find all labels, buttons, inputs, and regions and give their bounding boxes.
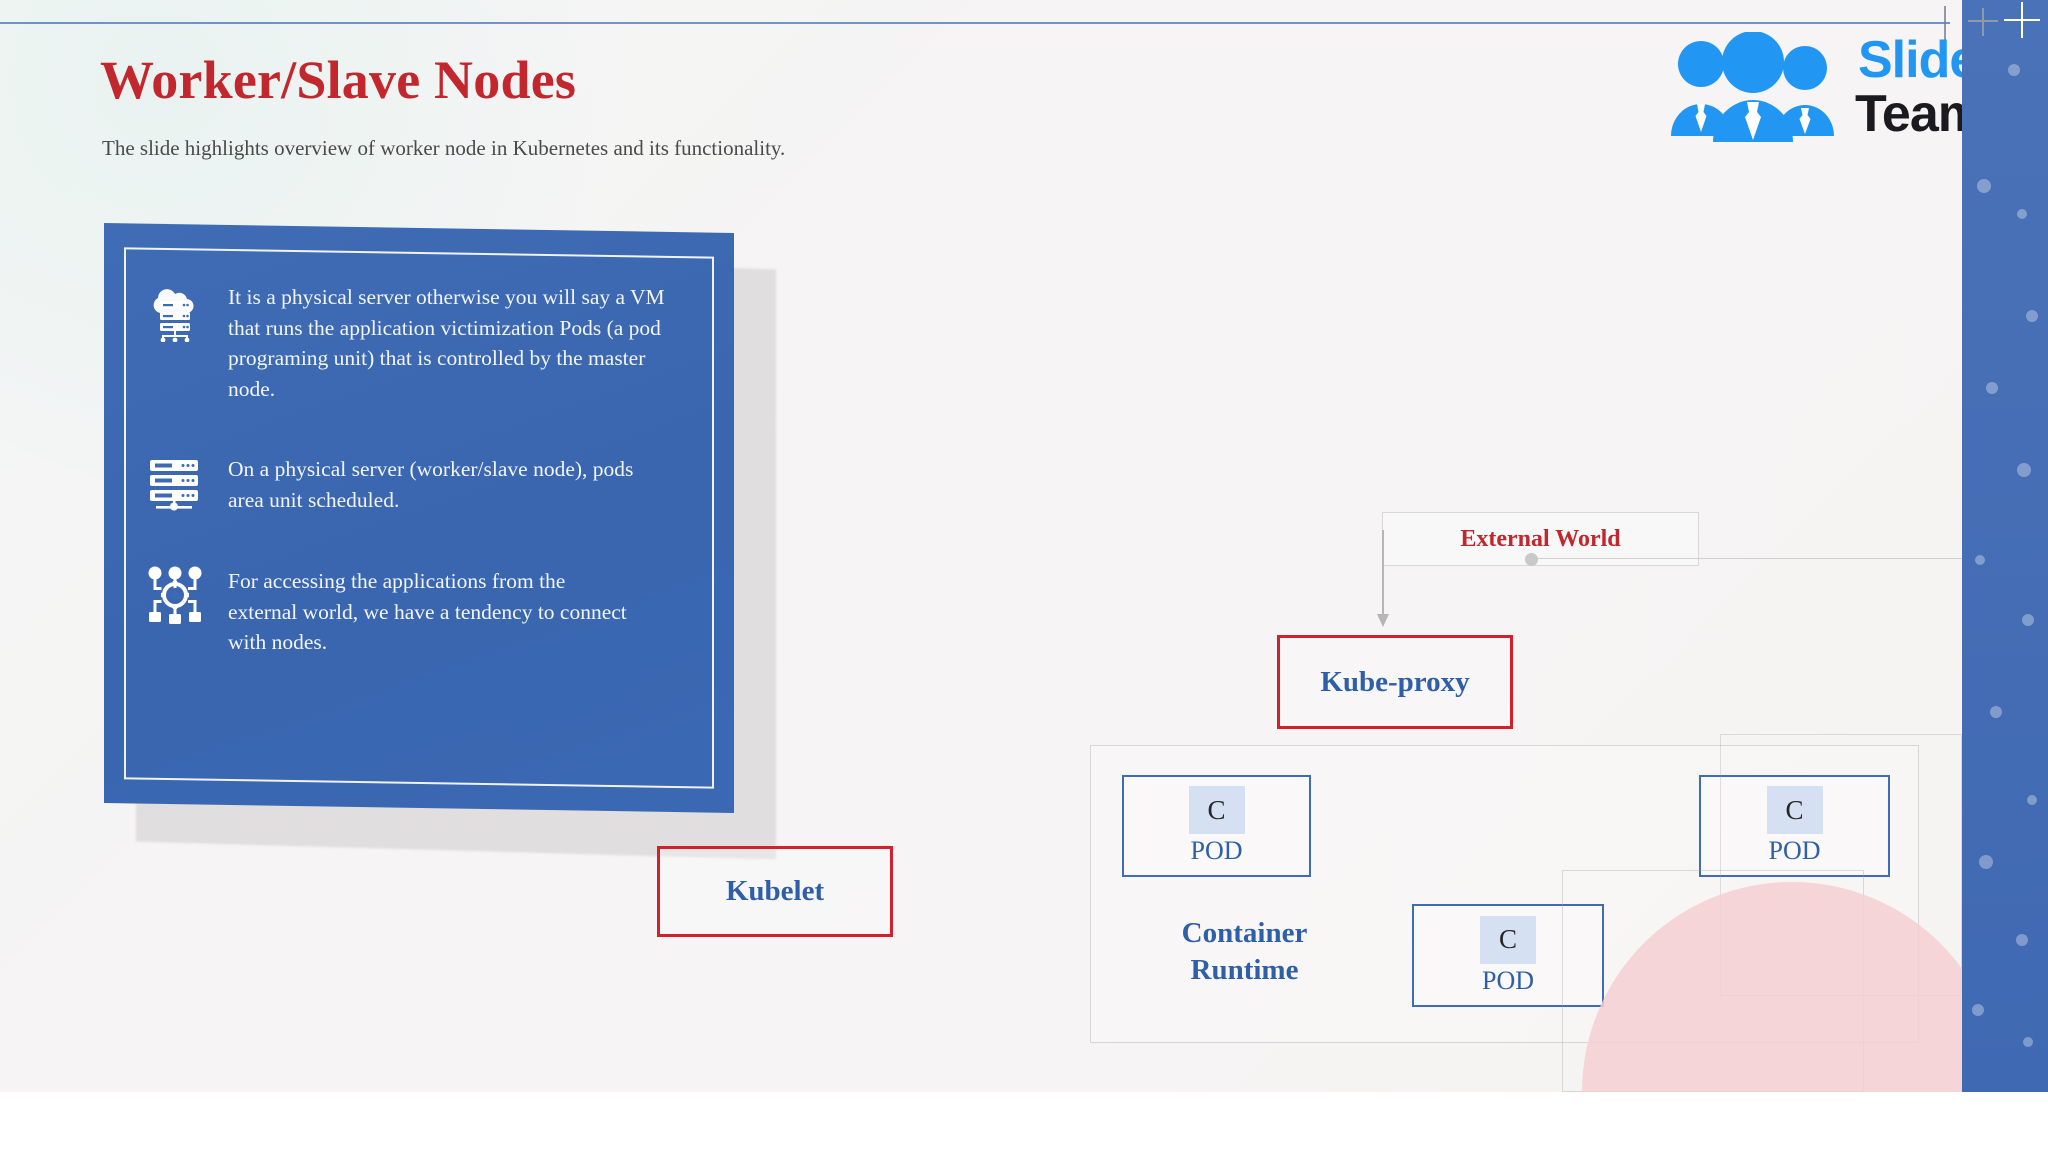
right-blue-sidebar: [1962, 0, 2048, 1092]
pod-label: POD: [1481, 965, 1534, 995]
kube-proxy-box[interactable]: Kube-proxy: [1277, 635, 1513, 729]
sidebar-decorative-dot: [2016, 934, 2028, 946]
page-title: Worker/Slave Nodes: [100, 50, 577, 110]
external-world-box[interactable]: External World: [1382, 512, 1699, 566]
pod-box[interactable]: C POD: [1122, 775, 1311, 877]
bullet-text: It is a physical server otherwise you wi…: [228, 285, 665, 401]
sidebar-decorative-dot: [2008, 64, 2020, 76]
logo-word-slide: Slide: [1858, 31, 1962, 89]
sidebar-decorative-dot: [1990, 706, 2002, 718]
sidebar-decorative-dot: [2022, 614, 2034, 626]
sidebar-decorative-dot: [2017, 463, 2031, 477]
bullet-text: On a physical server (worker/slave node)…: [228, 457, 634, 512]
bullet-list: It is a physical server otherwise you wi…: [124, 252, 714, 784]
bullet-item: On a physical server (worker/slave node)…: [142, 450, 690, 516]
pod-label: POD: [1768, 836, 1821, 865]
sidebar-decorative-dot: [2027, 795, 2037, 805]
container-chip: C: [1480, 915, 1536, 964]
arrow-shaft: [1382, 530, 1384, 618]
ruler-tick-vertical: [1982, 8, 1984, 36]
slide-canvas: Worker/Slave Nodes The slide highlights …: [0, 0, 1962, 1092]
sidebar-decorative-dot: [2026, 310, 2038, 322]
sidebar-decorative-dot: [1972, 1004, 1984, 1016]
top-rule-end-tick: [1944, 6, 1946, 42]
container-runtime-line-1: Container: [1181, 917, 1308, 949]
logo-word-team: Team: [1855, 85, 1962, 143]
kubelet-box[interactable]: Kubelet: [657, 846, 893, 937]
bullet-item: For accessing the applications from the …: [142, 562, 690, 658]
top-divider-rule: [0, 22, 1950, 24]
pod-label: POD: [1190, 836, 1243, 865]
pod-box[interactable]: C POD: [1699, 775, 1890, 877]
server-stack-icon: [142, 450, 208, 516]
arrow-head-icon: [1377, 614, 1389, 627]
container-runtime-label: Container Runtime: [1122, 915, 1367, 989]
info-panel: It is a physical server otherwise you wi…: [104, 223, 734, 813]
external-world-to-kubeproxy-arrow: [1377, 530, 1389, 628]
container-chip: C: [1766, 786, 1823, 834]
sidebar-decorative-dot: [1986, 382, 1998, 394]
slideteam-logo: Slide Team: [1663, 22, 1962, 147]
bullet-item: It is a physical server otherwise you wi…: [142, 278, 690, 404]
sidebar-decorative-dot: [2017, 209, 2027, 219]
external-world-label: External World: [1460, 525, 1621, 552]
sidebar-decorative-dot: [1979, 855, 1993, 869]
external-world-connector-line: [1536, 558, 1962, 559]
cloud-server-icon: [142, 278, 208, 344]
external-world-connector-dot[interactable]: [1525, 553, 1538, 566]
pod-box[interactable]: C POD: [1412, 904, 1604, 1007]
bullet-text: For accessing the applications from the …: [228, 569, 627, 655]
sidebar-decorative-dot: [1977, 179, 1991, 193]
sidebar-decorative-dot: [2023, 1037, 2033, 1047]
kube-proxy-label: Kube-proxy: [1320, 665, 1470, 698]
page-subtitle: The slide highlights overview of worker …: [102, 136, 786, 160]
network-gear-icon: [142, 562, 208, 628]
sidebar-decorative-dot: [1975, 555, 1985, 565]
container-runtime-line-2: Runtime: [1190, 954, 1299, 987]
kubelet-label: Kubelet: [725, 875, 825, 907]
container-chip: C: [1188, 786, 1245, 834]
three-people-icon: [1663, 31, 1843, 147]
